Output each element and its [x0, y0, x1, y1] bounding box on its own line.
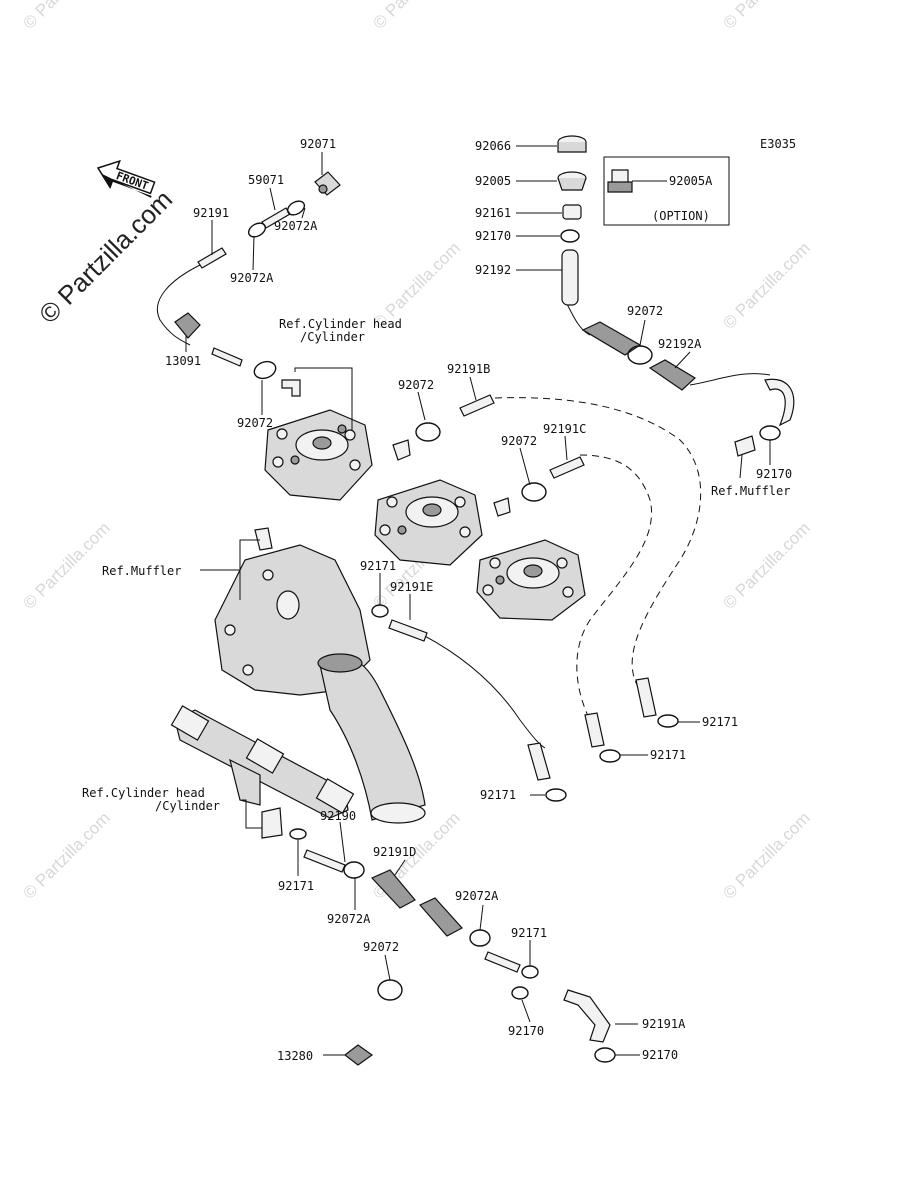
cylinder-head-2 — [374, 479, 483, 566]
part-label-92171[interactable]: 92171 — [278, 879, 314, 893]
watermark: © Partzilla.com — [719, 518, 813, 612]
part-label-92072A[interactable]: 92072A — [327, 912, 371, 926]
part-label-59071[interactable]: 59071 — [248, 173, 284, 187]
exhaust-manifold — [170, 705, 355, 819]
watermark: © Partzilla.com — [719, 0, 813, 33]
part-label-92071[interactable]: 92071 — [300, 137, 336, 151]
ref-cylinder-label: /Cylinder — [155, 799, 220, 813]
part-label-92072A[interactable]: 92072A — [455, 889, 499, 903]
ref-muffler-label: Ref.Muffler — [711, 484, 790, 498]
option-label: (OPTION) — [652, 209, 710, 223]
part-label-92191[interactable]: 92191 — [193, 206, 229, 220]
part-label-92072A[interactable]: 92072A — [230, 271, 274, 285]
part-label-92005[interactable]: 92005 — [475, 174, 511, 188]
part-label-92192A[interactable]: 92192A — [658, 337, 702, 351]
part-label-13280[interactable]: 13280 — [277, 1049, 313, 1063]
part-labels: 92071 59071 92191 92072A 92072A 13091 92… — [82, 137, 792, 1063]
watermark: © Partzilla.com — [19, 0, 113, 33]
watermark: © Partzilla.com — [719, 808, 813, 902]
watermark: © Partzilla.com — [369, 0, 463, 33]
part-label-92171[interactable]: 92171 — [702, 715, 738, 729]
front-arrow-icon: FRONT — [96, 159, 156, 198]
part-label-92191C[interactable]: 92191C — [543, 422, 586, 436]
muffler — [214, 544, 426, 824]
part-label-92170[interactable]: 92170 — [756, 467, 792, 481]
part-label-92171[interactable]: 92171 — [360, 559, 396, 573]
part-label-92170[interactable]: 92170 — [475, 229, 511, 243]
part-label-92171[interactable]: 92171 — [480, 788, 516, 802]
fittings — [174, 135, 795, 1066]
watermark: © Partzilla.com — [719, 238, 813, 332]
part-label-92072[interactable]: 92072 — [627, 304, 663, 318]
part-label-92191E[interactable]: 92191E — [390, 580, 433, 594]
part-label-92072[interactable]: 92072 — [398, 378, 434, 392]
front-label: FRONT — [114, 169, 150, 193]
cylinder-head-1 — [264, 409, 373, 501]
part-label-92192[interactable]: 92192 — [475, 263, 511, 277]
part-label-92161[interactable]: 92161 — [475, 206, 511, 220]
part-label-92171[interactable]: 92171 — [650, 748, 686, 762]
part-label-92171[interactable]: 92171 — [511, 926, 547, 940]
part-label-92191A[interactable]: 92191A — [642, 1017, 686, 1031]
part-label-92072[interactable]: 92072 — [363, 940, 399, 954]
part-label-92005A[interactable]: 92005A — [669, 174, 713, 188]
partzilla-logo: © Partzilla.com — [33, 184, 178, 329]
part-label-92191B[interactable]: 92191B — [447, 362, 490, 376]
part-label-92170[interactable]: 92170 — [508, 1024, 544, 1038]
ref-cylinder-head-label: Ref.Cylinder head — [279, 317, 402, 331]
ref-cylinder-label: /Cylinder — [300, 330, 365, 344]
part-label-92191D[interactable]: 92191D — [373, 845, 416, 859]
ref-muffler-label: Ref.Muffler — [102, 564, 181, 578]
cylinder-head-3 — [476, 539, 586, 621]
part-label-92170[interactable]: 92170 — [642, 1048, 678, 1062]
leader-lines — [185, 145, 771, 1056]
part-label-92072A[interactable]: 92072A — [274, 219, 318, 233]
part-label-92072[interactable]: 92072 — [501, 434, 537, 448]
part-label-92190[interactable]: 92190 — [320, 809, 356, 823]
watermarks: © Partzilla.com © Partzilla.com © Partzi… — [19, 0, 813, 903]
part-label-92066[interactable]: 92066 — [475, 139, 511, 153]
diagram-code: E3035 — [760, 137, 796, 151]
watermark: © Partzilla.com — [19, 808, 113, 902]
watermark: © Partzilla.com — [19, 518, 113, 612]
ref-cylinder-head-label: Ref.Cylinder head — [82, 786, 205, 800]
part-label-13091[interactable]: 13091 — [165, 354, 201, 368]
part-label-92072[interactable]: 92072 — [237, 416, 273, 430]
